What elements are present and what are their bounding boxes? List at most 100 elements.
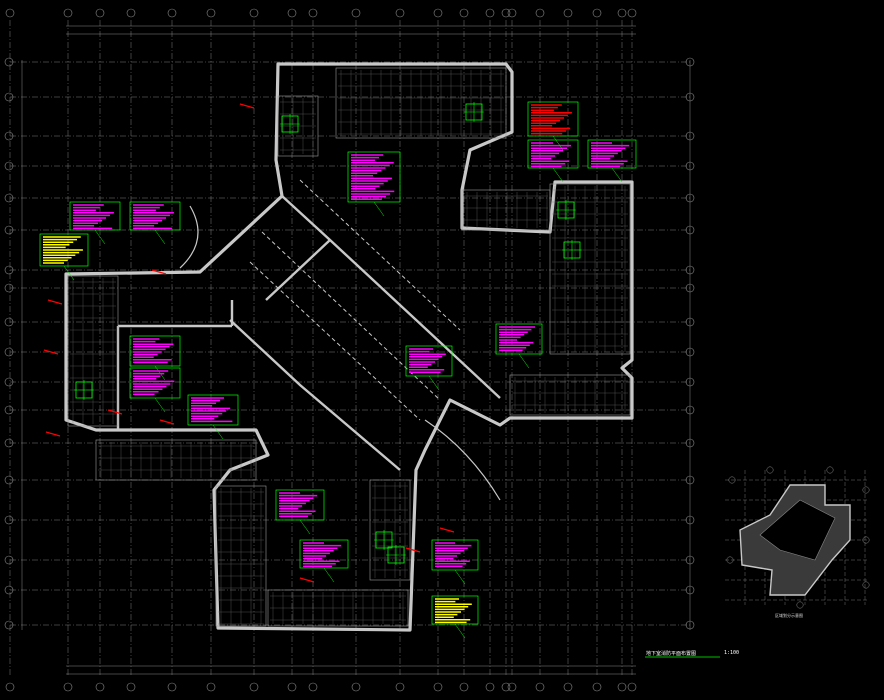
axis-bubble-icon — [501, 8, 511, 18]
axis-bubble-icon — [308, 8, 318, 18]
note-leader — [611, 167, 623, 183]
axis-bubble-icon — [617, 8, 627, 18]
axis-bubble-icon — [685, 57, 695, 67]
axis-bubble-icon — [4, 555, 14, 565]
axis-bubble-icon — [766, 466, 774, 474]
axis-bubble-icon — [206, 682, 216, 692]
red-leader-arrow-icon — [159, 419, 175, 425]
axis-bubble-icon — [685, 265, 695, 275]
axis-bubble-icon — [685, 585, 695, 595]
axis-bubble-icon — [4, 283, 14, 293]
axis-bubble-icon — [535, 682, 545, 692]
axis-bubble-icon — [592, 8, 602, 18]
axis-bubble-icon — [4, 405, 14, 415]
axis-bubble-icon — [617, 682, 627, 692]
fire-pipe — [386, 545, 406, 565]
axis-bubble-icon — [826, 466, 834, 474]
axis-bubble-icon — [627, 682, 637, 692]
axis-bubble-icon — [95, 682, 105, 692]
red-leader-arrow-icon — [151, 269, 167, 275]
fire-pipe — [556, 200, 576, 220]
red-leader-arrow-icon — [299, 577, 315, 583]
fire-pipe — [74, 380, 94, 400]
axis-bubble-icon — [4, 475, 14, 485]
note-leader — [454, 569, 466, 585]
axis-bubble-icon — [4, 585, 14, 595]
note-leader — [154, 229, 166, 245]
axis-bubble-icon — [685, 555, 695, 565]
red-leader-arrow-icon — [405, 547, 421, 553]
axis-bubble-icon — [351, 8, 361, 18]
axis-bubble-icon — [485, 8, 495, 18]
axis-bubble-icon — [4, 193, 14, 203]
axis-bubble-icon — [685, 283, 695, 293]
axis-bubble-icon — [4, 131, 14, 141]
axis-bubble-icon — [685, 405, 695, 415]
axis-bubble-icon — [685, 377, 695, 387]
axis-bubble-icon — [796, 601, 804, 609]
axis-bubble-icon — [685, 161, 695, 171]
red-leader-arrow-icon — [439, 527, 455, 533]
ramp-curve — [179, 205, 501, 501]
axis-bubble-icon — [726, 556, 734, 564]
room-block — [549, 183, 631, 355]
room-block — [369, 479, 411, 581]
axis-bubble-icon — [5, 8, 15, 18]
axis-bubble-icon — [395, 8, 405, 18]
axis-bubble-icon — [351, 682, 361, 692]
axis-bubble-icon — [5, 682, 15, 692]
axis-bubble-icon — [862, 486, 870, 494]
diagonal-wall — [229, 195, 501, 471]
axis-bubble-icon — [249, 8, 259, 18]
axis-bubble-icon — [287, 8, 297, 18]
axis-bubbles — [4, 8, 695, 692]
axis-bubble-icon — [685, 92, 695, 102]
note-leader — [552, 167, 564, 183]
axis-bubble-icon — [4, 377, 14, 387]
drawing-scale: 1:100 — [724, 650, 740, 656]
axis-bubble-icon — [685, 438, 695, 448]
axis-bubble-icon — [95, 8, 105, 18]
room-block — [509, 374, 631, 416]
red-leader-arrow-icon — [45, 431, 61, 437]
axis-bubble-icon — [685, 225, 695, 235]
axis-bubble-icon — [287, 682, 297, 692]
axis-bubble-icon — [4, 265, 14, 275]
note-leader — [518, 353, 530, 369]
axis-bubble-icon — [627, 8, 637, 18]
note-leader — [212, 424, 224, 440]
key-plan — [725, 466, 870, 609]
key-plan-inner — [759, 499, 836, 561]
note-leader — [299, 519, 311, 535]
axis-bubble-icon — [433, 8, 443, 18]
room-partitions — [67, 67, 631, 627]
fire-pipe — [280, 114, 300, 134]
note-leader — [428, 375, 440, 391]
note-leader — [94, 229, 106, 245]
room-block — [335, 67, 507, 139]
axis-bubble-icon — [507, 682, 517, 692]
axis-bubble-icon — [4, 92, 14, 102]
axis-bubble-icon — [4, 225, 14, 235]
axis-bubble-icon — [126, 8, 136, 18]
note-leader — [454, 623, 466, 639]
note-leader — [154, 397, 166, 413]
note-leader — [373, 201, 385, 217]
axis-bubble-icon — [459, 682, 469, 692]
note-leader — [323, 567, 335, 583]
room-block — [95, 439, 257, 481]
axis-bubble-icon — [4, 620, 14, 630]
axis-bubble-icon — [563, 682, 573, 692]
room-block — [267, 589, 409, 627]
axis-bubble-icon — [685, 620, 695, 630]
axis-bubble-icon — [685, 515, 695, 525]
axis-bubble-icon — [4, 515, 14, 525]
axis-bubble-icon — [728, 476, 736, 484]
axis-bubble-icon — [4, 347, 14, 357]
axis-bubble-icon — [4, 438, 14, 448]
axis-bubble-icon — [507, 8, 517, 18]
axis-bubble-icon — [4, 57, 14, 67]
axis-bubble-icon — [433, 682, 443, 692]
axis-bubble-icon — [167, 8, 177, 18]
